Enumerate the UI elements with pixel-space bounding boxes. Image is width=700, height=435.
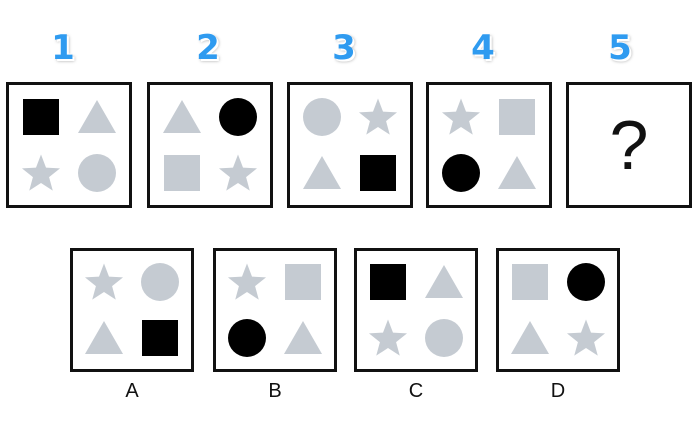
gray-star-icon [84,262,124,302]
star-shape [227,263,267,300]
circle-shape [228,319,266,357]
square-shape [285,264,321,300]
gray-circle-icon [424,318,464,358]
sequence-number-2: 2 [196,28,220,68]
sequence-number-3: 3 [332,28,356,68]
black-circle-icon [441,153,481,193]
triangle-shape [85,321,123,354]
star-shape [84,263,124,300]
black-square-icon [21,97,61,137]
question-mark: ? [609,106,649,184]
gray-star-icon [218,153,258,193]
square-shape [370,264,406,300]
option-box-a[interactable] [70,248,194,372]
circle-shape [219,98,257,136]
gray-triangle-icon [162,97,202,137]
triangle-shape [163,100,201,133]
sequence-number-5: 5 [608,28,632,68]
sequence-box-2 [147,82,273,208]
sequence-box-1 [6,82,132,208]
option-label-b: B [268,380,282,402]
gray-triangle-icon [283,318,323,358]
black-circle-icon [227,318,267,358]
gray-square-icon [497,97,537,137]
circle-shape [303,98,341,136]
gray-star-icon [566,318,606,358]
option-label-c: C [408,380,424,402]
circle-shape [567,263,605,301]
gray-triangle-icon [497,153,537,193]
black-square-icon [358,153,398,193]
gray-triangle-icon [302,153,342,193]
star-shape [368,319,408,356]
sequence-box-3 [287,82,413,208]
star-shape [566,319,606,356]
option-label-d: D [550,380,566,402]
circle-shape [78,154,116,192]
option-box-c[interactable] [354,248,478,372]
gray-square-icon [283,262,323,302]
triangle-shape [78,100,116,133]
square-shape [142,320,178,356]
gray-triangle-icon [84,318,124,358]
gray-star-icon [358,97,398,137]
option-box-d[interactable] [496,248,620,372]
gray-square-icon [510,262,550,302]
black-circle-icon [566,262,606,302]
gray-star-icon [227,262,267,302]
circle-shape [425,319,463,357]
square-shape [360,155,396,191]
square-shape [164,155,200,191]
black-circle-icon [218,97,258,137]
gray-star-icon [21,153,61,193]
gray-triangle-icon [510,318,550,358]
star-shape [21,154,61,191]
square-shape [499,99,535,135]
gray-star-icon [368,318,408,358]
black-square-icon [368,262,408,302]
star-shape [441,98,481,135]
square-shape [23,99,59,135]
black-square-icon [140,318,180,358]
triangle-shape [511,321,549,354]
triangle-shape [425,265,463,298]
circle-shape [141,263,179,301]
circle-shape [442,154,480,192]
gray-triangle-icon [424,262,464,302]
option-box-b[interactable] [213,248,337,372]
triangle-shape [498,156,536,189]
option-label-a: A [125,380,139,402]
gray-circle-icon [302,97,342,137]
square-shape [512,264,548,300]
star-shape [218,154,258,191]
gray-circle-icon [140,262,180,302]
triangle-shape [284,321,322,354]
gray-circle-icon [77,153,117,193]
sequence-box-5-unknown: ? [566,82,692,208]
sequence-number-4: 4 [471,28,495,68]
sequence-box-4 [426,82,552,208]
triangle-shape [303,156,341,189]
star-shape [358,98,398,135]
sequence-number-1: 1 [51,28,75,68]
gray-triangle-icon [77,97,117,137]
gray-star-icon [441,97,481,137]
gray-square-icon [162,153,202,193]
